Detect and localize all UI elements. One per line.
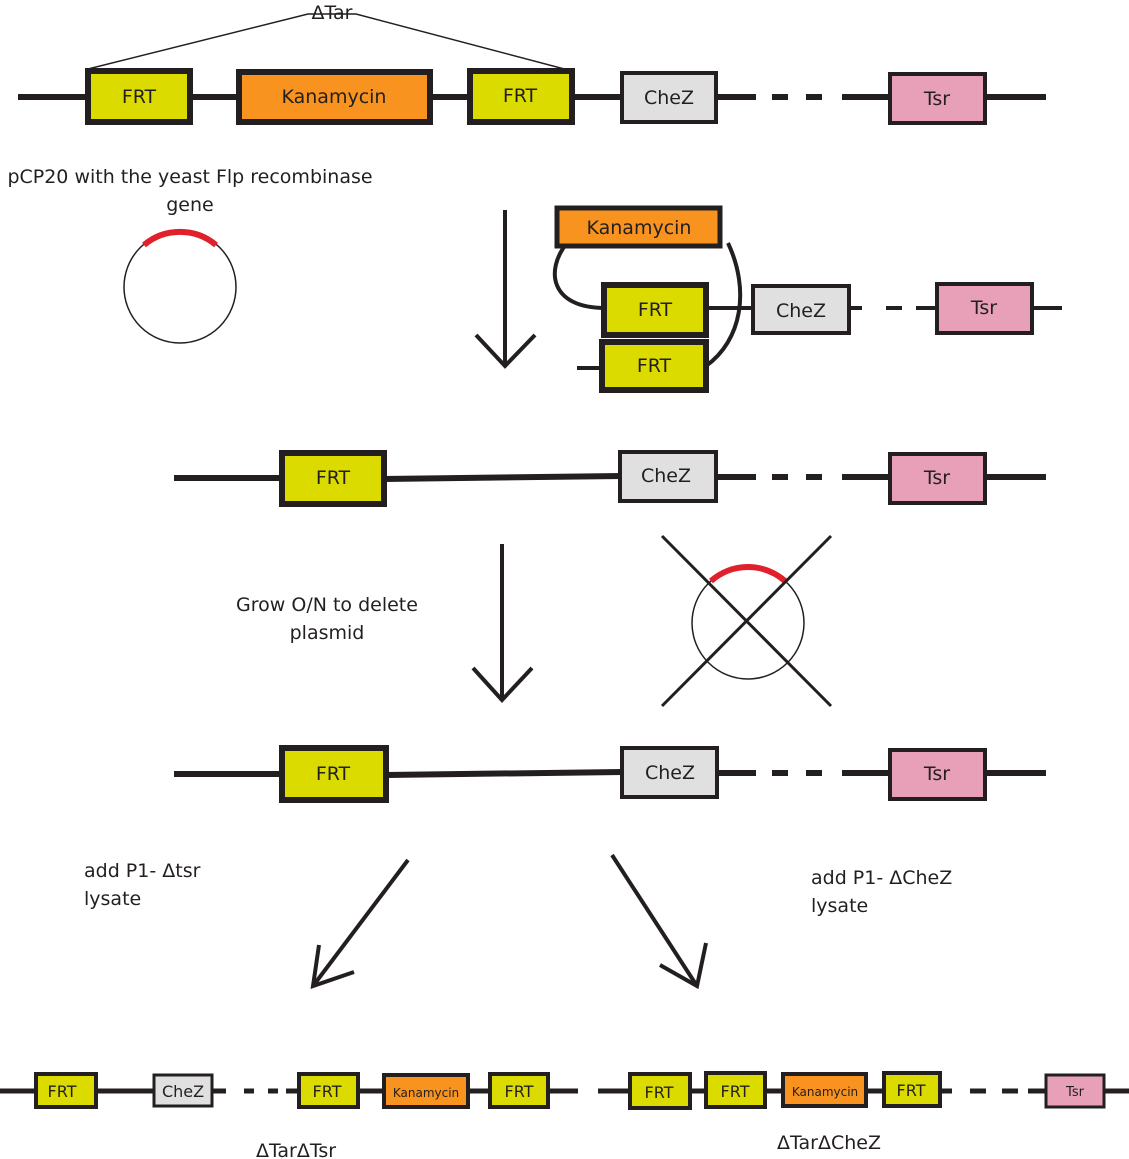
frt-box: FRT — [34, 1072, 98, 1109]
svg-text:FRT: FRT — [638, 299, 673, 321]
svg-text:Kanamycin: Kanamycin — [587, 217, 692, 239]
svg-text:Tsr: Tsr — [1065, 1085, 1085, 1100]
p1-chez-label-line1: add P1- ΔCheZ — [811, 867, 952, 889]
arrow-down-right-icon — [610, 853, 708, 990]
tsr-box: Tsr — [935, 282, 1034, 335]
pcp20-label-line1: pCP20 with the yeast Flp recombinase — [7, 166, 372, 188]
result-delta-tar-delta-chez: FRT FRT Kanamycin FRT Tsr ΔTarΔCheZ — [598, 1071, 1129, 1154]
p1-tsr-label-line2: lysate — [84, 888, 141, 910]
arrow-down-icon — [471, 544, 534, 703]
kanamycin-box: Kanamycin — [554, 205, 723, 249]
frt-box: FRT — [279, 745, 389, 803]
tsr-box: Tsr — [888, 72, 987, 125]
svg-text:Tsr: Tsr — [923, 467, 950, 489]
chez-box: CheZ — [751, 284, 851, 335]
frt-box: FRT — [628, 1072, 692, 1110]
tsr-box: Tsr — [1044, 1073, 1106, 1109]
svg-text:FRT: FRT — [316, 763, 351, 785]
svg-text:Tsr: Tsr — [970, 297, 997, 319]
kanamycin-box: Kanamycin — [236, 69, 433, 125]
arrow-down-left-icon — [310, 858, 410, 989]
frt-box: FRT — [882, 1071, 942, 1108]
p1-tsr-label-line1: add P1- Δtsr — [84, 860, 201, 882]
row-initial-construct: FRT Kanamycin FRT CheZ Tsr ΔTar — [18, 2, 1046, 125]
result-tar-chez-label: ΔTarΔCheZ — [777, 1132, 881, 1154]
frt-box: FRT — [601, 282, 709, 338]
result-tar-tsr-label: ΔTarΔTsr — [256, 1140, 336, 1159]
frt-box: FRT — [467, 68, 575, 125]
frt-box: FRT — [704, 1071, 767, 1109]
recombination-intermediate: Kanamycin FRT FRT CheZ Tsr — [552, 205, 1062, 393]
pcp20-label-line2: gene — [166, 194, 213, 216]
frt-box: FRT — [488, 1072, 550, 1109]
p1-chez-label-line2: lysate — [811, 895, 868, 917]
kanamycin-box: Kanamycin — [781, 1072, 868, 1108]
svg-text:Kanamycin: Kanamycin — [792, 1085, 858, 1099]
svg-text:FRT: FRT — [721, 1082, 750, 1101]
chez-box: CheZ — [620, 746, 719, 799]
svg-text:FRT: FRT — [313, 1082, 342, 1101]
chez-box: CheZ — [152, 1073, 214, 1108]
kanamycin-box: Kanamycin — [382, 1073, 470, 1109]
frt-box: FRT — [85, 68, 193, 125]
arrow-down-icon — [474, 210, 537, 369]
row-after-excision: FRT CheZ Tsr — [174, 450, 1046, 507]
svg-text:CheZ: CheZ — [641, 465, 691, 487]
tsr-box: Tsr — [888, 452, 987, 505]
svg-text:FRT: FRT — [316, 467, 351, 489]
delta-tar-label: ΔTar — [312, 2, 353, 24]
svg-text:Kanamycin: Kanamycin — [393, 1086, 459, 1100]
svg-text:CheZ: CheZ — [645, 762, 695, 784]
deleted-plasmid-icon — [660, 534, 833, 708]
svg-text:CheZ: CheZ — [162, 1082, 204, 1101]
svg-text:FRT: FRT — [637, 355, 672, 377]
svg-text:Tsr: Tsr — [923, 763, 950, 785]
svg-text:Tsr: Tsr — [923, 88, 950, 110]
result-delta-tar-delta-tsr: FRT CheZ FRT Kanamycin FRT ΔTarΔTsr — [0, 1072, 578, 1159]
svg-text:FRT: FRT — [505, 1082, 534, 1101]
svg-text:CheZ: CheZ — [644, 87, 694, 109]
svg-text:FRT: FRT — [122, 86, 157, 108]
pcp20-plasmid-icon — [123, 228, 237, 344]
frt-box: FRT — [599, 339, 709, 393]
tsr-box: Tsr — [888, 748, 987, 801]
svg-text:FRT: FRT — [503, 85, 538, 107]
row-plasmid-cured: FRT CheZ Tsr — [174, 745, 1046, 803]
chez-box: CheZ — [618, 450, 718, 503]
svg-text:CheZ: CheZ — [776, 300, 826, 322]
frt-box: FRT — [297, 1072, 360, 1109]
svg-text:FRT: FRT — [897, 1081, 926, 1100]
svg-text:FRT: FRT — [48, 1082, 77, 1101]
grow-label-line2: plasmid — [290, 622, 365, 644]
svg-text:FRT: FRT — [645, 1083, 674, 1102]
frt-box: FRT — [279, 450, 387, 507]
grow-label-line1: Grow O/N to delete — [236, 594, 418, 616]
chez-box: CheZ — [620, 71, 718, 124]
svg-text:Kanamycin: Kanamycin — [282, 86, 387, 108]
delta-tar-bracket — [87, 13, 573, 72]
